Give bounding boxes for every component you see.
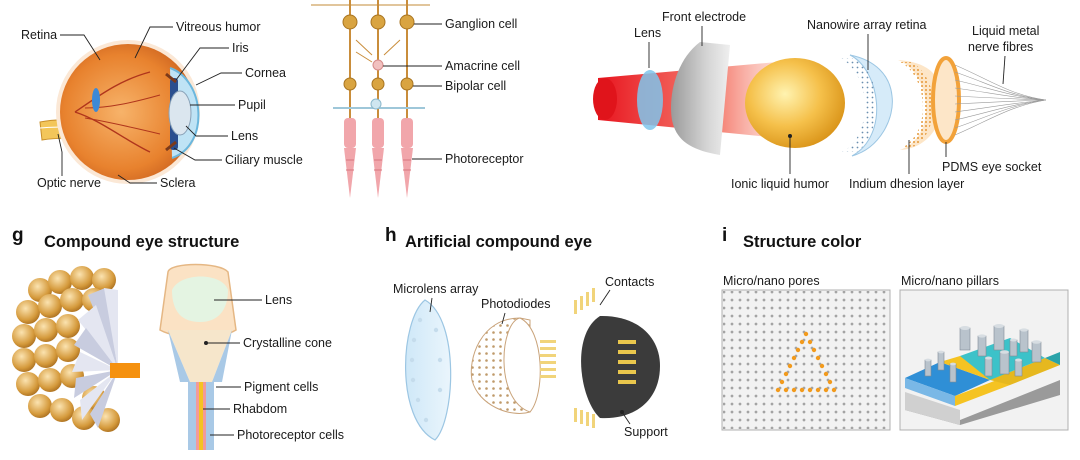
label-nanowire-retina: Nanowire array retina	[807, 18, 927, 32]
artificial-compound-eye-illustration	[405, 288, 660, 441]
label-iris: Iris	[232, 41, 249, 55]
label-ionic-liquid-humor: Ionic liquid humor	[731, 177, 829, 191]
panel-title-i: Structure color	[743, 233, 862, 251]
label-micro-nano-pillars: Micro/nano pillars	[901, 274, 999, 288]
leader-contacts	[599, 289, 611, 306]
retina-cells-illustration	[311, 0, 430, 198]
label-microlens-array: Microlens array	[393, 282, 479, 296]
label-amacrine-cell: Amacrine cell	[445, 59, 520, 73]
label-retina: Retina	[21, 28, 57, 42]
nanowire-array	[840, 58, 877, 152]
label-bipolar-cell: Bipolar cell	[445, 79, 506, 93]
leader-cornea	[195, 72, 242, 86]
pores-panel	[721, 289, 891, 431]
ionic-liquid-humor	[745, 58, 845, 148]
label-pigment-cells: Pigment cells	[244, 380, 318, 394]
label-front-electrode: Front electrode	[662, 10, 746, 24]
leader-microlens	[429, 297, 433, 313]
label-photoreceptor-cells: Photoreceptor cells	[237, 428, 344, 442]
compound-eye-illustration	[12, 263, 237, 450]
label-lens-artificial: Lens	[634, 26, 661, 40]
liquid-metal-nerve-fibres	[954, 64, 1047, 136]
panel-letter-h: h	[385, 225, 397, 246]
label-photoreceptor: Photoreceptor	[445, 152, 524, 166]
label-indium-layer: Indium dhesion layer	[849, 177, 964, 191]
label-sclera: Sclera	[160, 176, 195, 190]
panel-title-g: Compound eye structure	[44, 233, 239, 251]
pillars-panel	[899, 289, 1069, 431]
label-pdms-socket: PDMS eye socket	[942, 160, 1042, 174]
leader-support	[621, 411, 631, 425]
label-pupil: Pupil	[238, 98, 266, 112]
leader-ciliary	[173, 147, 222, 161]
label-rhabdom: Rhabdom	[233, 402, 287, 416]
panel-letter-i: i	[722, 225, 727, 246]
label-lens: Lens	[231, 129, 258, 143]
label-vitreous-humor: Vitreous humor	[176, 20, 261, 34]
lens-element	[637, 70, 663, 130]
leader-retina	[60, 34, 101, 61]
label-optic-nerve: Optic nerve	[37, 176, 101, 190]
leader-liquid-metal	[1002, 55, 1006, 85]
dot-support	[620, 410, 624, 414]
indium-layer	[900, 62, 934, 148]
label-crystalline-cone: Crystalline cone	[243, 336, 332, 350]
pdms-socket	[931, 56, 961, 144]
leader-iris	[175, 47, 229, 81]
label-cornea: Cornea	[245, 66, 286, 80]
orange-triangle-pores	[775, 331, 837, 393]
leader-lens	[185, 125, 228, 137]
label-support: Support	[624, 425, 668, 439]
panel-title-h: Artificial compound eye	[405, 233, 592, 251]
label-ganglion-cell: Ganglion cell	[445, 17, 517, 31]
label-lens-g: Lens	[265, 293, 292, 307]
label-photodiodes: Photodiodes	[481, 297, 551, 311]
leader-vitreous	[134, 26, 173, 59]
artificial-eye-illustration	[593, 42, 1047, 157]
label-ciliary-muscle: Ciliary muscle	[225, 153, 303, 167]
label-nerve-fibres: nerve fibres	[968, 40, 1033, 54]
label-contacts: Contacts	[605, 275, 654, 289]
panel-letter-g: g	[12, 225, 24, 246]
front-electrode	[671, 42, 730, 155]
label-micro-nano-pores: Micro/nano pores	[723, 274, 820, 288]
optic-nerve-bundle	[110, 363, 140, 378]
label-liquid-metal: Liquid metal	[972, 24, 1039, 38]
dot-cone	[204, 341, 208, 345]
human-eye-illustration	[39, 40, 200, 184]
dot-ionic	[788, 134, 792, 138]
contact-bars	[540, 288, 595, 428]
leader-sclera	[117, 174, 157, 184]
leader-photodiodes	[501, 312, 506, 325]
leader-optic-nerve	[57, 133, 63, 176]
